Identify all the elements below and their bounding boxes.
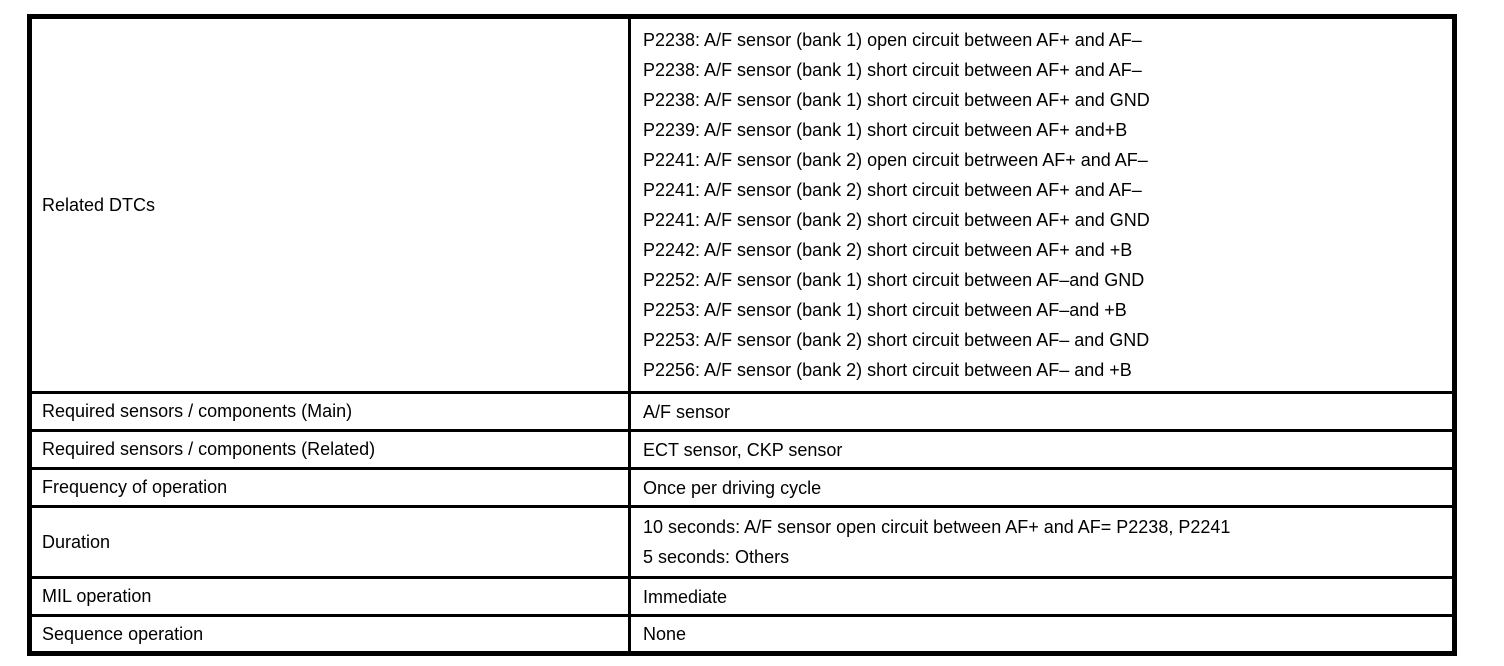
value-text: None [643, 624, 687, 644]
dtc-line: P2239: A/F sensor (bank 1) short circuit… [643, 120, 1128, 140]
dtc-line: P2256: A/F sensor (bank 2) short circuit… [643, 360, 1132, 380]
dtc-line: P2238: A/F sensor (bank 1) open circuit … [643, 30, 1142, 50]
row-label: Duration [28, 505, 631, 579]
dtc-line: P2242: A/F sensor (bank 2) short circuit… [643, 240, 1133, 260]
value-text: ECT sensor, CKP sensor [643, 439, 843, 460]
value-text: Once per driving cycle [643, 477, 822, 498]
value-text: 5 seconds: Others [643, 547, 790, 567]
value-text: A/F sensor [643, 401, 731, 422]
table-row: MIL operation Immediate [28, 576, 1456, 617]
dtc-info-table: Related DTCs P2238: A/F sensor (bank 1) … [27, 14, 1457, 656]
value-text: 10 seconds: A/F sensor open circuit betw… [643, 517, 1231, 537]
row-label: Related DTCs [28, 15, 631, 394]
dtc-line: P2252: A/F sensor (bank 1) short circuit… [643, 270, 1145, 290]
table-row: Required sensors / components (Related) … [28, 429, 1456, 470]
dtc-line: P2241: A/F sensor (bank 2) open circuit … [643, 150, 1148, 170]
value-text: Immediate [643, 586, 728, 607]
row-value: Immediate [628, 576, 1456, 617]
dtc-line: P2238: A/F sensor (bank 1) short circuit… [643, 60, 1142, 80]
dtc-line: P2253: A/F sensor (bank 2) short circuit… [643, 330, 1150, 350]
dtc-line: P2241: A/F sensor (bank 2) short circuit… [643, 210, 1150, 230]
table-row: Required sensors / components (Main) A/F… [28, 391, 1456, 432]
dtc-line: P2238: A/F sensor (bank 1) short circuit… [643, 90, 1150, 110]
row-label: MIL operation [28, 576, 631, 617]
table-row: Duration 10 seconds: A/F sensor open cir… [28, 505, 1456, 579]
dtc-line: P2253: A/F sensor (bank 1) short circuit… [643, 300, 1127, 320]
table-row: Related DTCs P2238: A/F sensor (bank 1) … [28, 15, 1456, 394]
row-label: Sequence operation [28, 614, 631, 655]
row-value: A/F sensor [628, 391, 1456, 432]
row-label: Frequency of operation [28, 467, 631, 508]
row-value: 10 seconds: A/F sensor open circuit betw… [628, 505, 1456, 579]
row-label: Required sensors / components (Related) [28, 429, 631, 470]
table-row: Frequency of operation Once per driving … [28, 467, 1456, 508]
row-label: Required sensors / components (Main) [28, 391, 631, 432]
dtc-line: P2241: A/F sensor (bank 2) short circuit… [643, 180, 1142, 200]
row-value: ECT sensor, CKP sensor [628, 429, 1456, 470]
row-value: P2238: A/F sensor (bank 1) open circuit … [628, 15, 1456, 394]
row-value: Once per driving cycle [628, 467, 1456, 508]
table-row: Sequence operation None [28, 614, 1456, 655]
row-value: None [628, 614, 1456, 655]
